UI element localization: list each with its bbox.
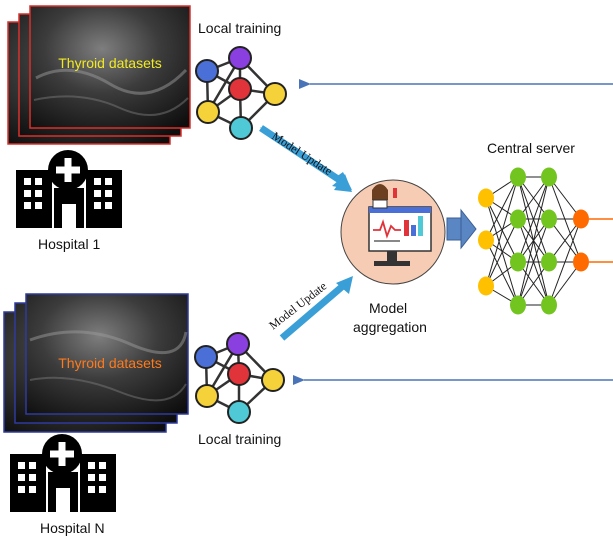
server-network-node — [541, 295, 557, 315]
local-network-top-icon — [195, 46, 287, 140]
model-update-arrow-bottom: Model Update — [266, 276, 353, 341]
server-network-edge — [485, 176, 519, 287]
local-training-label-top: Local training — [198, 20, 282, 36]
server-network-node — [478, 276, 494, 296]
model-update-label-top: Model Update — [269, 129, 334, 178]
server-network-node — [510, 209, 526, 229]
server-network-node — [573, 209, 589, 229]
server-network-node — [478, 188, 494, 208]
server-network-node — [541, 167, 557, 187]
server-network-node — [510, 252, 526, 272]
server-network-edge — [548, 218, 582, 306]
aggregation-label-line2: aggregation — [353, 319, 427, 335]
aggregation-label-line1: Model — [369, 300, 408, 316]
aggregation-to-server-arrow — [446, 208, 477, 250]
hospital-1-dataset-label: Thyroid datasets — [58, 55, 162, 71]
hospital-1-label: Hospital 1 — [38, 236, 101, 252]
server-network-node — [478, 230, 494, 250]
server-network-node — [541, 252, 557, 272]
server-network-edge — [485, 176, 519, 241]
hospital-n-label: Hospital N — [40, 520, 105, 536]
server-network-node — [541, 209, 557, 229]
hospital-1-building-icon — [16, 150, 122, 228]
server-network-edge — [548, 261, 582, 306]
server-network-edge — [548, 218, 582, 263]
doctor-monitor-icon — [340, 179, 446, 285]
server-network-edge — [517, 176, 550, 263]
neural-network-icon — [478, 167, 613, 315]
hospital-1-ultrasound-stack: Thyroid datasets — [7, 5, 191, 145]
model-update-arrow-top: Model Update — [259, 125, 352, 192]
local-training-label-bottom: Local training — [198, 431, 282, 447]
server-network-node — [510, 167, 526, 187]
server-network-node — [510, 295, 526, 315]
local-network-bottom-icon — [194, 332, 285, 424]
central-server-label: Central server — [487, 140, 575, 156]
server-network-edge — [517, 176, 550, 306]
hospital-n-dataset-label: Thyroid datasets — [58, 355, 162, 371]
hospital-n-ultrasound-stack: Thyroid datasets — [3, 293, 189, 433]
server-network-node — [573, 252, 589, 272]
server-network-edge — [517, 218, 550, 306]
server-network-edge — [485, 218, 519, 287]
server-network-edge — [485, 239, 519, 306]
hospital-n-building-icon — [10, 434, 116, 512]
